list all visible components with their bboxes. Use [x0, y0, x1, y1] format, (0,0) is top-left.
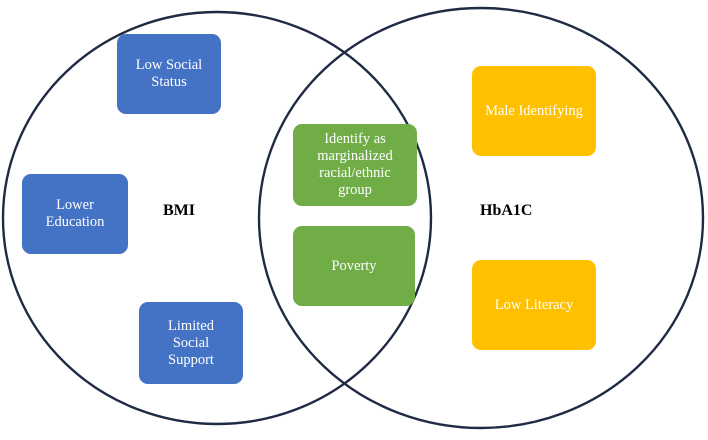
- hba1c-circle-label: HbA1C: [480, 202, 533, 219]
- factor-limited-social-support: Limited Social Support: [139, 302, 243, 384]
- bmi-circle: [1, 10, 433, 426]
- hba1c-circle: [257, 6, 705, 430]
- bmi-circle-label: BMI: [163, 202, 195, 219]
- factor-marginalized-group: Identify as marginalized racial/ethnic g…: [293, 124, 417, 206]
- factor-male-identifying: Male Identifying: [472, 66, 596, 156]
- factor-poverty: Poverty: [293, 226, 415, 306]
- factor-low-literacy: Low Literacy: [472, 260, 596, 350]
- factor-low-social-status: Low Social Status: [117, 34, 221, 114]
- factor-lower-education: Lower Education: [22, 174, 128, 254]
